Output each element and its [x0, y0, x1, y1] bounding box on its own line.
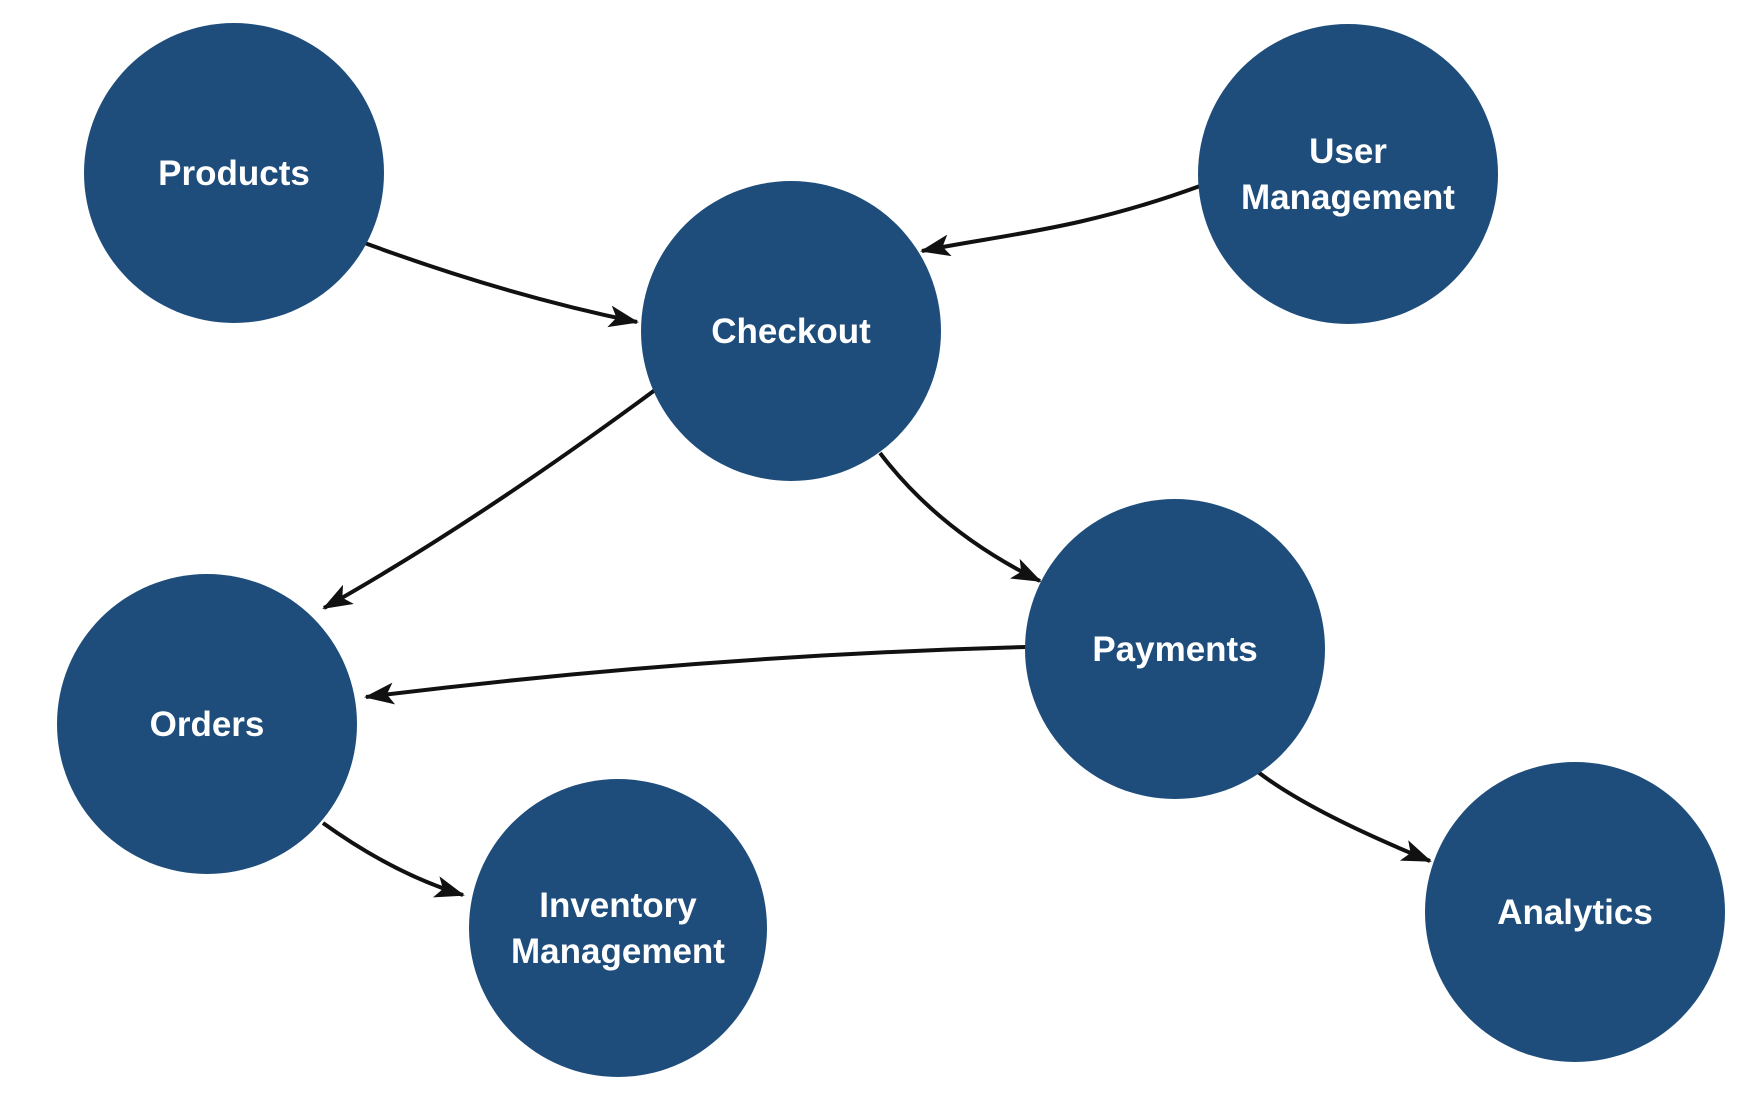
node-orders: Orders — [57, 574, 357, 874]
node-label-analytics: Analytics — [1497, 893, 1653, 932]
edge-checkout-to-payments — [878, 451, 1042, 583]
node-label-payments: Payments — [1092, 630, 1257, 669]
node-circle-inventory-management — [469, 779, 767, 1077]
node-circle-analytics — [1425, 762, 1725, 1062]
node-label-orders: Orders — [150, 705, 265, 744]
edge-products-to-checkout — [361, 240, 639, 328]
edge-payments-to-orders — [364, 645, 1027, 705]
node-circle-payments — [1025, 499, 1325, 799]
edge-user-management-to-checkout — [920, 184, 1201, 257]
node-label-checkout: Checkout — [711, 312, 871, 351]
node-circle-products — [84, 23, 384, 323]
node-circle-orders — [57, 574, 357, 874]
node-circle-checkout — [641, 181, 941, 481]
node-analytics: Analytics — [1425, 762, 1725, 1062]
edge-payments-to-analytics — [1256, 770, 1432, 863]
node-circle-user-management — [1198, 24, 1498, 324]
node-payments: Payments — [1025, 499, 1325, 799]
edge-checkout-to-orders — [322, 388, 657, 610]
node-products: Products — [84, 23, 384, 323]
edge-orders-to-inventory-management — [321, 821, 465, 898]
node-checkout: Checkout — [641, 181, 941, 481]
node-label-products: Products — [158, 154, 310, 193]
edges-layer — [321, 184, 1432, 898]
